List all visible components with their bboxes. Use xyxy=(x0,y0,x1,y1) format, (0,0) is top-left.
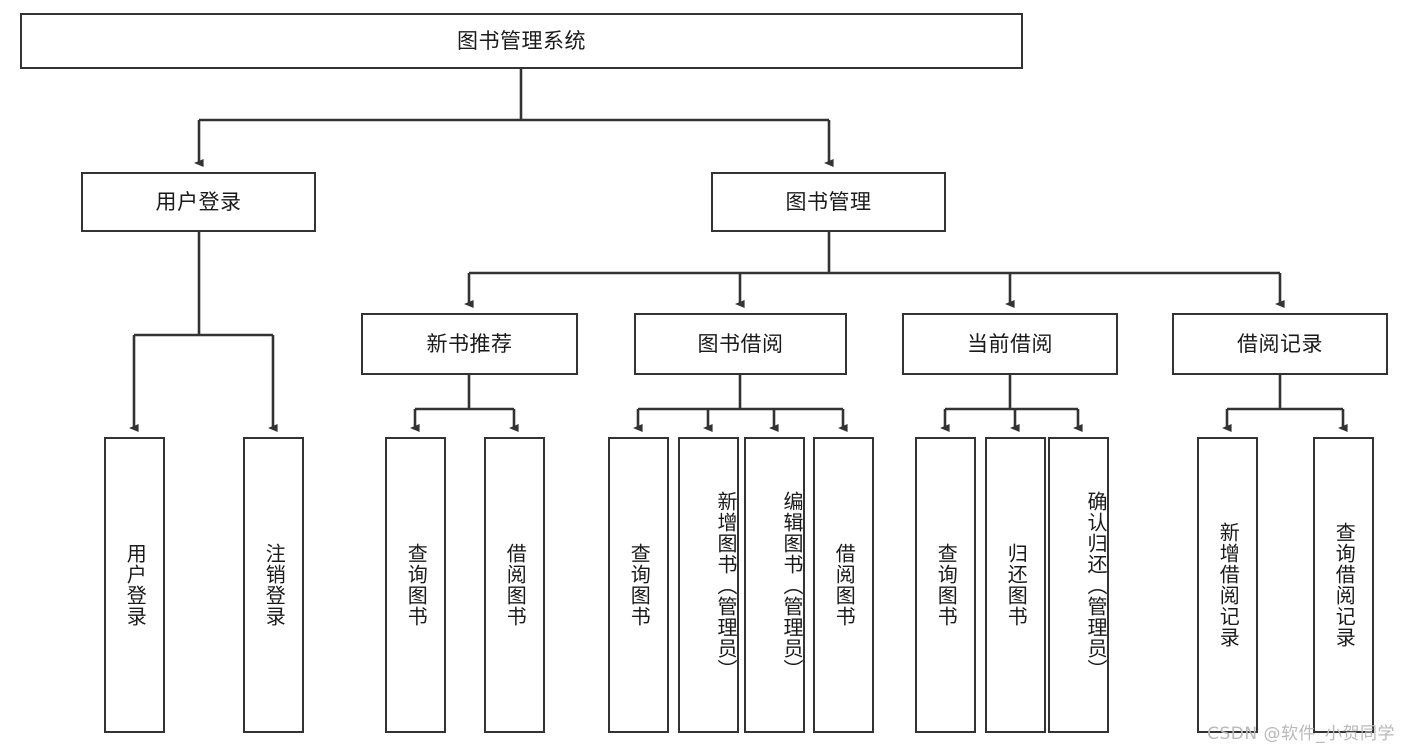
leaf-label: 查询图书 xyxy=(627,543,652,627)
leaf-new-book-borrow[interactable]: 借阅图书 xyxy=(484,437,545,733)
leaf-label: 借阅图书 xyxy=(503,543,528,627)
node-borrow-record-label: 借阅记录 xyxy=(1237,331,1323,356)
watermark: CSDN @软件_小贺同学 xyxy=(1207,724,1395,744)
node-book-manage-label: 图书管理 xyxy=(785,189,872,214)
leaf-new-book-query[interactable]: 查询图书 xyxy=(385,437,446,733)
leaf-label: 确认归还（管理员） xyxy=(1084,490,1108,680)
leaf-label: 查询图书 xyxy=(934,543,959,627)
leaf-label: 归还图书 xyxy=(1004,543,1029,627)
leaf-borrow-record-query[interactable]: 查询借阅记录 xyxy=(1313,437,1374,733)
node-user-login-label: 用户登录 xyxy=(155,189,242,214)
node-book-borrow-label: 图书借阅 xyxy=(697,331,784,356)
node-book-manage[interactable]: 图书管理 xyxy=(711,172,946,232)
node-root[interactable]: 图书管理系统 xyxy=(20,13,1023,69)
leaf-borrow-record-add[interactable]: 新增借阅记录 xyxy=(1197,437,1258,733)
node-book-borrow[interactable]: 图书借阅 xyxy=(634,313,847,375)
leaf-current-borrow-query[interactable]: 查询图书 xyxy=(915,437,976,733)
node-user-login[interactable]: 用户登录 xyxy=(81,172,316,232)
node-borrow-record[interactable]: 借阅记录 xyxy=(1172,313,1388,375)
node-root-label: 图书管理系统 xyxy=(457,28,586,53)
leaf-label: 注销登录 xyxy=(262,543,287,627)
leaf-label: 编辑图书（管理员） xyxy=(780,490,804,680)
leaf-label: 借阅图书 xyxy=(832,543,857,627)
leaf-label: 查询图书 xyxy=(404,543,429,627)
leaf-book-borrow-borrow[interactable]: 借阅图书 xyxy=(813,437,874,733)
leaf-label: 查询借阅记录 xyxy=(1332,522,1357,648)
leaf-book-borrow-edit[interactable]: 编辑图书（管理员） xyxy=(744,437,805,733)
node-new-book-recommend[interactable]: 新书推荐 xyxy=(361,313,578,375)
leaf-book-borrow-query[interactable]: 查询图书 xyxy=(608,437,669,733)
leaf-user-login-login[interactable]: 用户登录 xyxy=(104,437,165,733)
node-new-book-recommend-label: 新书推荐 xyxy=(426,331,513,356)
leaf-user-login-logout[interactable]: 注销登录 xyxy=(243,437,304,733)
leaf-current-borrow-return[interactable]: 归还图书 xyxy=(985,437,1046,733)
node-current-borrow[interactable]: 当前借阅 xyxy=(902,313,1118,375)
node-current-borrow-label: 当前借阅 xyxy=(967,331,1053,356)
leaf-label: 新增图书（管理员） xyxy=(714,490,738,680)
leaf-current-borrow-confirm[interactable]: 确认归还（管理员） xyxy=(1048,437,1109,733)
leaf-book-borrow-add[interactable]: 新增图书（管理员） xyxy=(678,437,739,733)
leaf-label: 新增借阅记录 xyxy=(1216,522,1241,648)
leaf-label: 用户登录 xyxy=(123,543,148,627)
